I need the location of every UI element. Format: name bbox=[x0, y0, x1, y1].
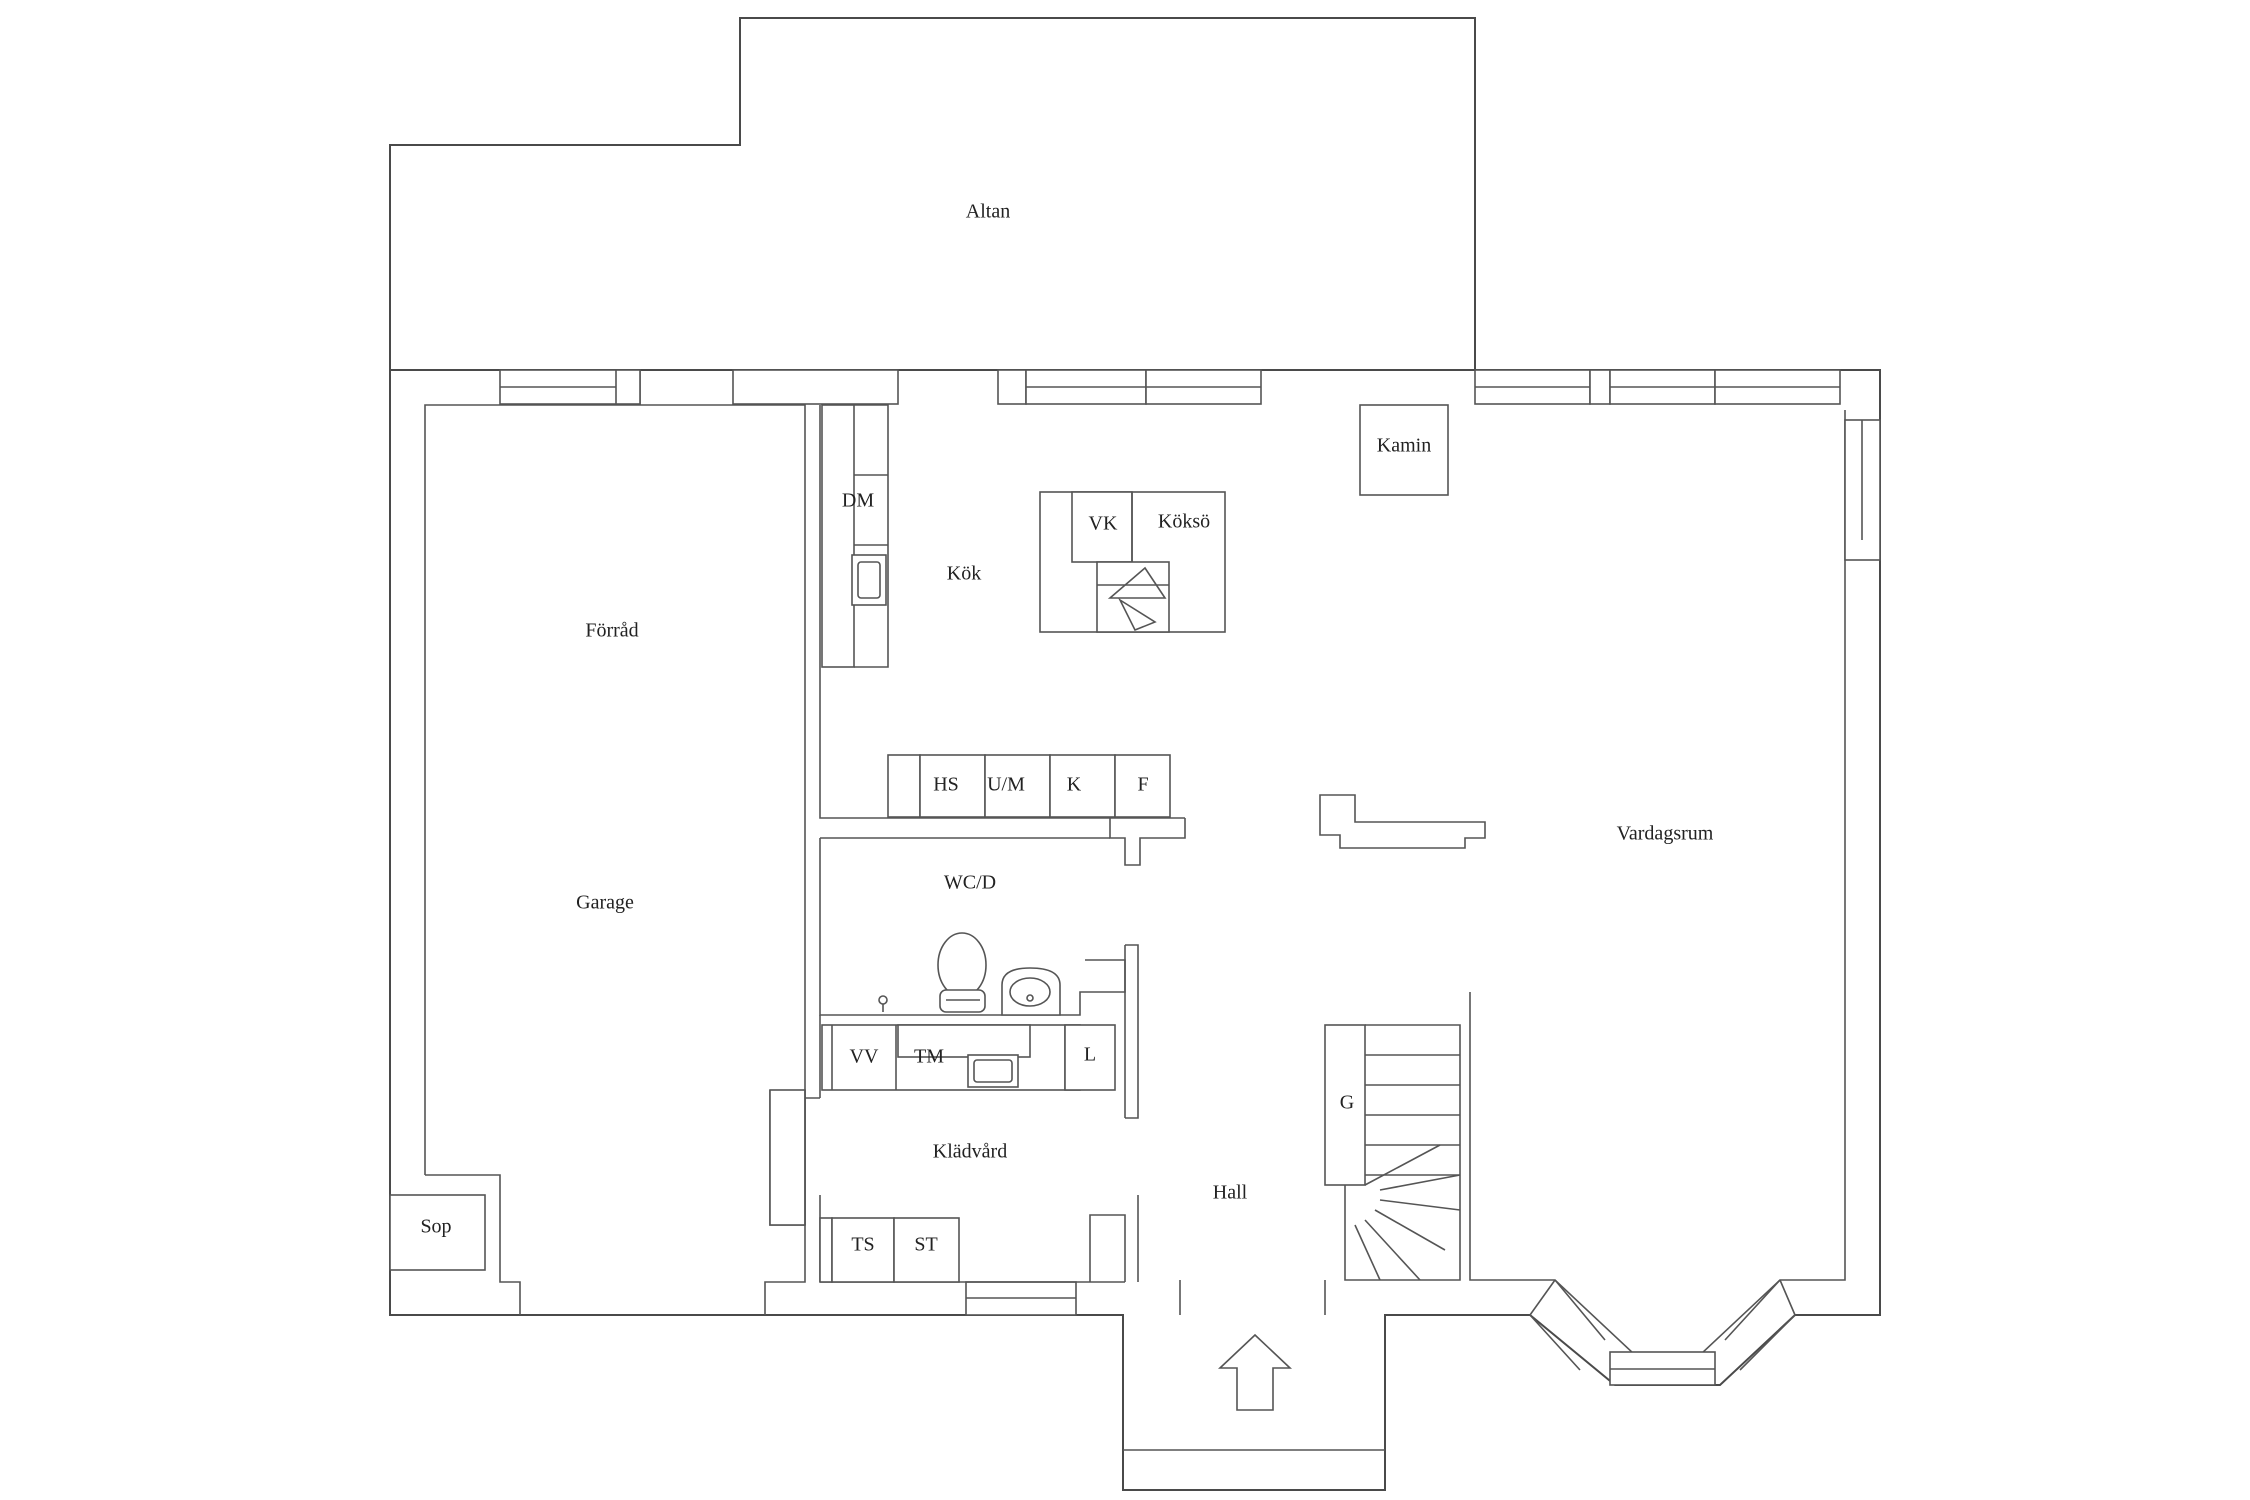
right-window bbox=[1844, 419, 1881, 561]
room-label-kok: Kök bbox=[947, 563, 981, 585]
room-label-garage: Garage bbox=[576, 892, 634, 914]
room-label-sop: Sop bbox=[420, 1216, 451, 1238]
stairs-icon bbox=[1324, 1024, 1461, 1281]
room-label-forrad: Förråd bbox=[585, 620, 638, 642]
entrance-arrow-icon bbox=[1217, 1333, 1293, 1411]
room-label-hall: Hall bbox=[1213, 1182, 1248, 1204]
room-label-wcd: WC/D bbox=[944, 872, 996, 894]
washbasin-icon bbox=[1001, 967, 1061, 1016]
top-windows bbox=[499, 369, 1841, 405]
fixture-label-k: K bbox=[1067, 774, 1082, 796]
fixture-label-l: L bbox=[1084, 1044, 1096, 1066]
room-label-vardagsrum: Vardagsrum bbox=[1617, 823, 1714, 845]
sop-box bbox=[389, 1194, 486, 1271]
kitchen-inner-wall bbox=[819, 405, 1185, 819]
fixture-label-tm: TM bbox=[914, 1046, 944, 1068]
fixture-label-st: ST bbox=[914, 1234, 937, 1256]
cooktop-icon bbox=[1096, 561, 1170, 633]
bottom-window bbox=[965, 1281, 1077, 1316]
fixture-label-ts: TS bbox=[851, 1234, 874, 1256]
fixture-label-hs: HS bbox=[933, 774, 959, 796]
kamin-box bbox=[1359, 404, 1449, 496]
room-label-kladvard: Klädvård bbox=[933, 1141, 1007, 1163]
garage-door-recess bbox=[425, 1174, 521, 1315]
room-label-altan: Altan bbox=[966, 201, 1010, 223]
toilet-icon bbox=[937, 932, 987, 1013]
fixture-label-f: F bbox=[1137, 774, 1148, 796]
garage-inner-wall bbox=[424, 404, 806, 1315]
fixture-label-um: U/M bbox=[987, 774, 1025, 796]
floor-drain-icon bbox=[878, 995, 888, 1012]
building-inner-wall bbox=[1469, 410, 1846, 1356]
bay-windows bbox=[1529, 1279, 1796, 1386]
fixture-label-vv: VV bbox=[850, 1046, 879, 1068]
kitchen-counter-front bbox=[854, 404, 889, 668]
fixture-label-dm: DM bbox=[842, 490, 874, 512]
room-label-kamin: Kamin bbox=[1377, 435, 1431, 457]
laundry-counter bbox=[821, 1024, 1116, 1091]
kitchen-sink-icon bbox=[851, 554, 887, 606]
fixture-label-g: G bbox=[1340, 1092, 1354, 1114]
altan-outline bbox=[389, 17, 1476, 370]
fixture-label-vk: VK bbox=[1089, 513, 1118, 535]
partition-wall bbox=[1319, 794, 1486, 849]
appliance-row bbox=[887, 754, 1171, 818]
laundry-appliances bbox=[819, 1217, 960, 1283]
room-label-kokso: Köksö bbox=[1158, 511, 1210, 533]
kitchen-counter-top bbox=[821, 404, 855, 668]
